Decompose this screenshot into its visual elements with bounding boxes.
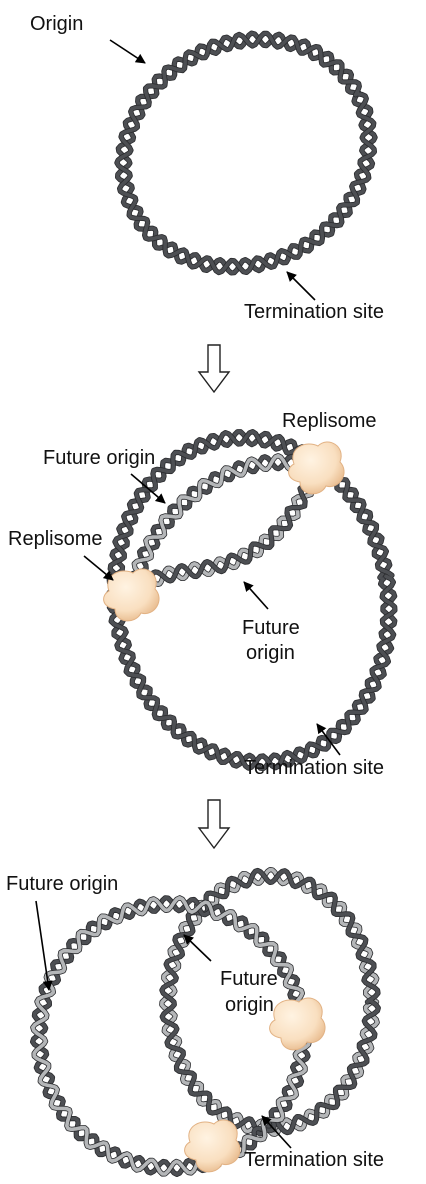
hollow-down-arrow-icon <box>199 345 229 392</box>
future-origin-outer-label-3: Future origin <box>6 873 118 895</box>
termination-pointer-arrow-1 <box>287 272 315 300</box>
termination-label-3: Termination site <box>244 1149 384 1171</box>
future-origin-inner-line1: Future <box>242 617 300 639</box>
future-origin-outer-label: Future origin <box>43 447 155 469</box>
origin-pointer-arrow <box>110 40 145 63</box>
future-origin-inner-pointer-3 <box>184 935 211 961</box>
step-arrow-2 <box>199 800 229 848</box>
replisome-right <box>270 998 325 1050</box>
future-origin-inner-pointer <box>244 582 268 609</box>
panel-1-circular-chromosome: Origin Termination site <box>30 13 384 323</box>
step-arrow-1 <box>199 345 229 392</box>
panel-3-catenated-chromosomes: Future origin Future origin Termination … <box>6 870 384 1175</box>
future-origin-outer-pointer-3 <box>36 901 49 990</box>
hollow-down-arrow-icon <box>199 800 229 848</box>
panel-1-dna-helix <box>117 33 375 273</box>
termination-label-1: Termination site <box>244 301 384 323</box>
future-origin-inner-line1-3: Future <box>220 968 278 990</box>
replisome-blob-icon <box>270 998 325 1050</box>
origin-label: Origin <box>30 13 83 35</box>
future-origin-inner-line2-3: origin <box>225 994 274 1016</box>
panel-2-replication-in-progress: Replisome Future origin Replisome Future… <box>8 410 395 779</box>
replisome-top-label: Replisome <box>282 410 376 432</box>
replisome-left-label: Replisome <box>8 528 102 550</box>
parent-dna-strand-b <box>117 33 375 272</box>
future-origin-inner-line2: origin <box>246 642 295 664</box>
termination-label-2: Termination site <box>244 757 384 779</box>
